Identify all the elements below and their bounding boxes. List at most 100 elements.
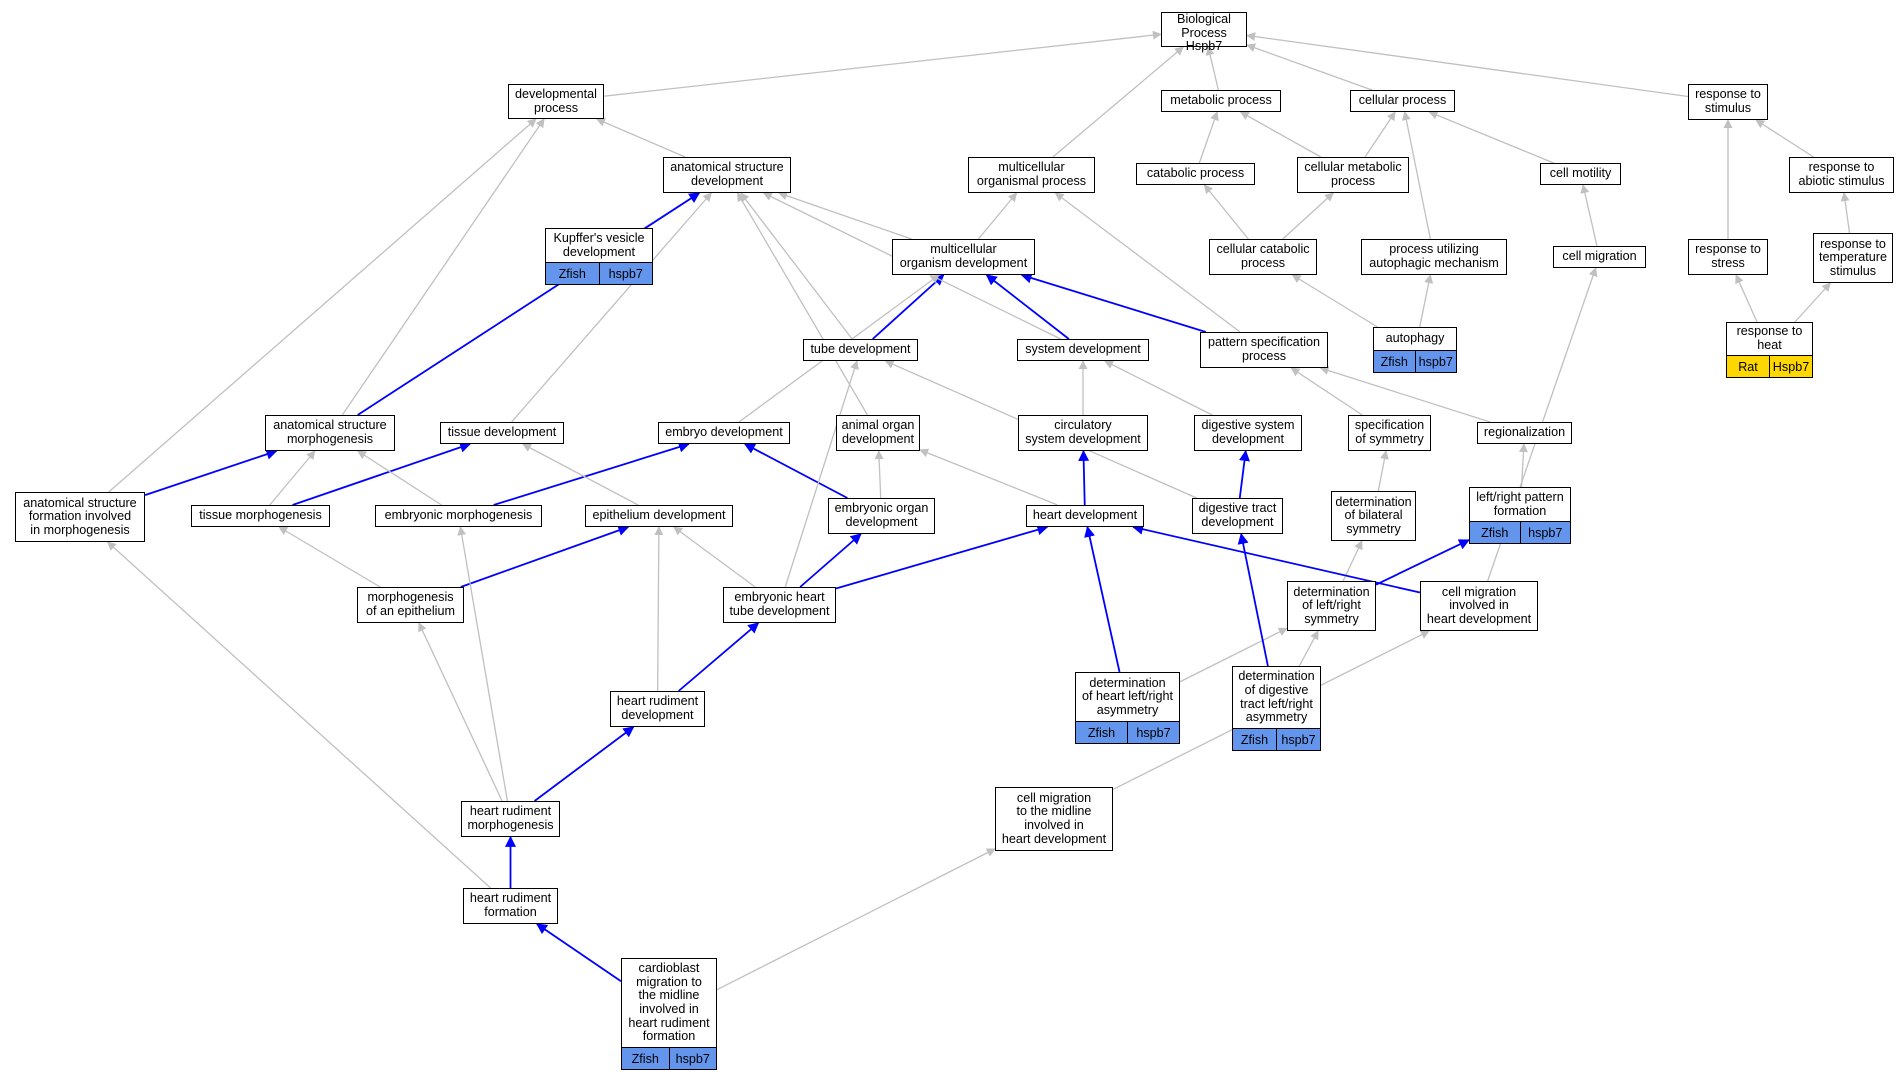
annotation-gene[interactable]: hspb7 <box>598 263 652 284</box>
go-term-node-determination-of-digestive-tract-left-right-asymmetry[interactable]: determination of digestive tract left/ri… <box>1232 666 1321 751</box>
edge-cell_catab-to-catab <box>1203 184 1249 240</box>
go-term-node-cell-motility[interactable]: cell motility <box>1540 163 1621 185</box>
go-term-node-heart-rudiment-development[interactable]: heart rudiment development <box>610 691 705 727</box>
edge-heart_rud_dev-to-epith_dev <box>654 526 664 692</box>
go-term-node-response-to-stimulus[interactable]: response to stimulus <box>1688 84 1768 120</box>
node-label: digestive system development <box>1201 418 1295 446</box>
go-term-node-cardioblast-migration-to-the-midline[interactable]: cardioblast migration to the midline inv… <box>621 958 717 1070</box>
edge-sys_dev-to-multi_org_dev <box>985 274 1070 340</box>
go-term-node-heart-development[interactable]: heart development <box>1026 505 1144 527</box>
edge-emb_heart_tube-to-emb_organ <box>799 533 862 588</box>
go-term-node-developmental-process[interactable]: developmental process <box>508 84 604 119</box>
go-term-node-multicellular-organism-development[interactable]: multicellular organism development <box>892 239 1035 275</box>
go-term-node-morphogenesis-of-an-epithelium[interactable]: morphogenesis of an epithelium <box>357 587 464 623</box>
node-label: cell migration <box>1562 249 1637 264</box>
node-label: determination of digestive tract left/ri… <box>1238 669 1315 725</box>
go-term-node-embryo-development[interactable]: embryo development <box>658 422 790 444</box>
go-term-node-response-to-temperature-stimulus[interactable]: response to temperature stimulus <box>1813 233 1893 283</box>
node-label: response to abiotic stimulus <box>1798 160 1885 188</box>
go-term-node-response-to-abiotic-stimulus[interactable]: response to abiotic stimulus <box>1789 157 1894 193</box>
edge-heart_rud_morph-to-emb_morph <box>457 526 509 802</box>
go-term-node-tissue-development[interactable]: tissue development <box>440 422 564 444</box>
edge-det_dig_lr-to-dig_tract <box>1237 532 1269 667</box>
annotation-gene[interactable]: Hspb7 <box>1769 356 1812 377</box>
go-term-node-heart-rudiment-morphogenesis[interactable]: heart rudiment morphogenesis <box>461 801 560 837</box>
annotation-species[interactable]: Rat <box>1727 356 1769 377</box>
go-term-node-cellular-catabolic-process[interactable]: cellular catabolic process <box>1209 239 1317 275</box>
annotation-species[interactable]: Zfish <box>622 1048 669 1069</box>
go-term-node-embryonic-morphogenesis[interactable]: embryonic morphogenesis <box>375 505 542 527</box>
go-term-node-anatomical-structure-morphogenesis[interactable]: anatomical structure morphogenesis <box>265 415 395 451</box>
go-term-node-specification-of-symmetry[interactable]: specification of symmetry <box>1348 415 1431 451</box>
edge-devproc-to-bp <box>603 30 1162 97</box>
node-label: specification of symmetry <box>1354 418 1425 446</box>
annotation-gene[interactable]: hspb7 <box>1276 729 1320 750</box>
node-label: anatomical structure formation involved … <box>23 495 137 537</box>
node-label: anatomical structure morphogenesis <box>273 418 387 446</box>
go-term-node-pattern-specification-process[interactable]: pattern specification process <box>1200 332 1328 368</box>
annotation-species[interactable]: Zfish <box>1470 522 1520 543</box>
go-term-node-digestive-system-development[interactable]: digestive system development <box>1194 415 1302 451</box>
go-term-node-cell-migration-involved-in-heart-development[interactable]: cell migration involved in heart develop… <box>1420 581 1538 631</box>
node-label: response to stress <box>1695 242 1761 270</box>
go-term-node-anatomical-structure-development[interactable]: anatomical structure development <box>663 157 791 193</box>
go-term-node-tissue-morphogenesis[interactable]: tissue morphogenesis <box>191 505 330 527</box>
edge-resp_stim-to-bp <box>1246 32 1689 98</box>
annotation-species[interactable]: Zfish <box>1076 722 1127 743</box>
go-term-node-animal-organ-development[interactable]: animal organ development <box>836 415 920 451</box>
go-term-node-determination-of-bilateral-symmetry[interactable]: determination of bilateral symmetry <box>1331 491 1416 541</box>
annotation-gene[interactable]: hspb7 <box>1519 522 1570 543</box>
go-term-node-embryonic-organ-development[interactable]: embryonic organ development <box>828 498 935 534</box>
go-term-node-catabolic-process[interactable]: catabolic process <box>1136 163 1255 185</box>
go-term-node-cellular-process[interactable]: cellular process <box>1350 90 1455 112</box>
node-label: heart development <box>1032 508 1138 523</box>
go-term-node-cell-migration-to-the-midline-involved-in-heart-development[interactable]: cell migration to the midline involved i… <box>995 787 1113 851</box>
go-term-node-multicellular-organismal-process[interactable]: multicellular organismal process <box>968 157 1095 193</box>
go-term-node-metabolic-process[interactable]: metabolic process <box>1161 90 1281 112</box>
annotation-species[interactable]: Zfish <box>1233 729 1276 750</box>
edge-regional-to-pattern_spec <box>1319 366 1491 423</box>
node-label: tissue morphogenesis <box>199 508 322 523</box>
edge-emb_heart_tube-to-epith_dev <box>673 526 756 588</box>
go-term-node-process-utilizing-autophagic-mechanism[interactable]: process utilizing autophagic mechanism <box>1361 239 1507 275</box>
go-term-node-regionalization[interactable]: regionalization <box>1477 422 1572 444</box>
node-label: multicellular organism development <box>899 242 1028 270</box>
annotation-gene[interactable]: hspb7 <box>1414 351 1456 372</box>
go-term-node-digestive-tract-development[interactable]: digestive tract development <box>1192 498 1283 534</box>
go-term-node-epithelium-development[interactable]: epithelium development <box>585 505 733 527</box>
node-label: cellular catabolic process <box>1216 242 1310 270</box>
annotation-gene[interactable]: hspb7 <box>1127 722 1179 743</box>
annotation-species[interactable]: Zfish <box>546 263 599 284</box>
edge-resp_heat-to-resp_temp <box>1794 282 1831 323</box>
go-term-node-determination-of-left-right-symmetry[interactable]: determination of left/right symmetry <box>1287 581 1376 631</box>
edge-emb_morph-to-embryo_dev <box>493 441 690 506</box>
go-term-node-response-to-stress[interactable]: response to stress <box>1688 239 1768 275</box>
go-term-node-circulatory-system-development[interactable]: circulatory system development <box>1018 415 1148 451</box>
go-term-node-system-development[interactable]: system development <box>1017 339 1149 361</box>
go-term-node-anatomical-structure-formation-involved-in-morphogenesis[interactable]: anatomical structure formation involved … <box>15 492 145 542</box>
go-term-node-biological-process[interactable]: Biological Process Hspb7 <box>1161 12 1247 53</box>
edge-spec_sym-to-pattern_spec <box>1290 367 1363 416</box>
go-term-node-tube-development[interactable]: tube development <box>803 339 918 361</box>
node-label: cellular metabolic process <box>1304 160 1402 188</box>
go-term-node-cellular-metabolic-process[interactable]: cellular metabolic process <box>1297 157 1409 193</box>
edge-multi_org_dev-to-anat_dev <box>778 191 912 240</box>
go-term-node-cell-migration[interactable]: cell migration <box>1553 246 1646 268</box>
annotation-gene[interactable]: hspb7 <box>668 1048 716 1069</box>
edge-emb_heart_tube-to-heart_dev <box>835 524 1049 590</box>
go-term-node-heart-rudiment-formation[interactable]: heart rudiment formation <box>463 888 558 924</box>
edge-det_heart_lr-to-heart_dev <box>1084 525 1121 673</box>
annotation-species[interactable]: Zfish <box>1374 351 1415 372</box>
go-term-node-embryonic-heart-tube-development[interactable]: embryonic heart tube development <box>723 587 836 623</box>
edge-emb_organ-to-embryo_dev <box>743 443 848 499</box>
node-label: autophagy <box>1385 331 1445 346</box>
edge-resp_abiotic-to-resp_stim <box>1755 119 1814 158</box>
go-term-node-determination-of-heart-left-right-asymmetry[interactable]: determination of heart left/right asymme… <box>1075 672 1180 744</box>
